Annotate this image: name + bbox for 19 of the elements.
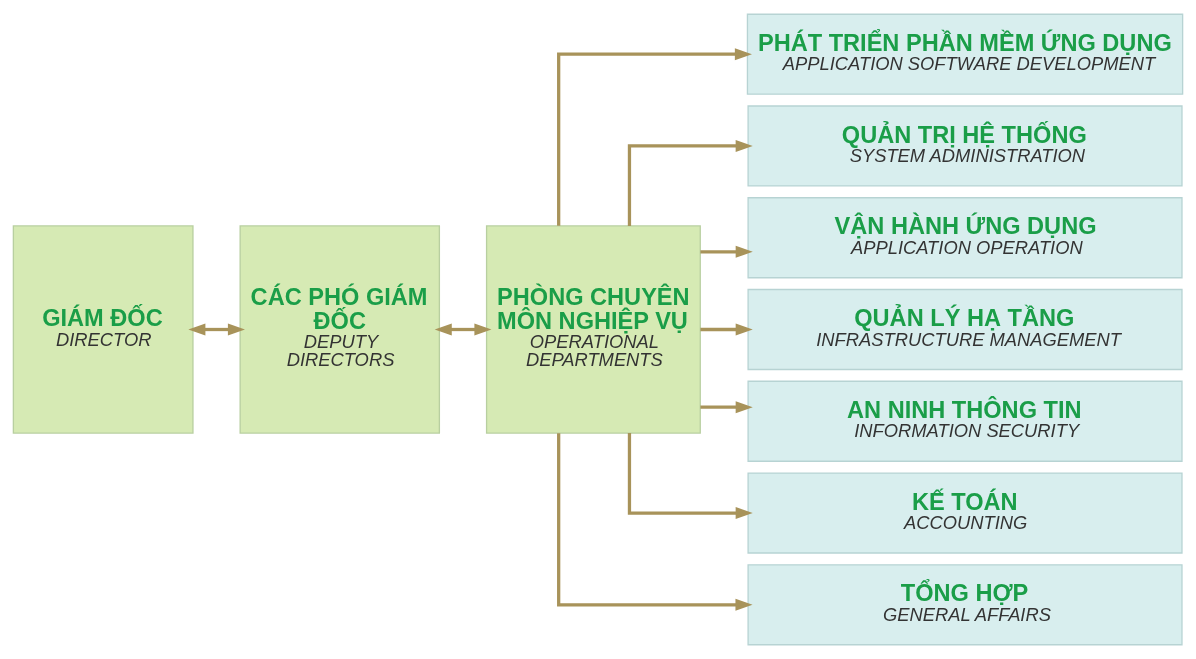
node-box: QUẢN TRỊ HỆ THỐNG SYSTEM ADMINISTRATION — [747, 105, 1183, 187]
arrow — [700, 401, 753, 414]
arrow — [627, 433, 753, 519]
arrow — [434, 323, 492, 336]
arrow — [700, 245, 753, 258]
arrow — [627, 140, 753, 226]
node-box: PHÒNG CHUYÊN MÔN NGHIỆP VỤ OPERATIONAL DEPARTMENTS — [485, 225, 701, 434]
node-box: AN NINH THÔNG TIN INFORMATION SECURITY — [747, 380, 1183, 462]
arrow — [700, 323, 753, 336]
arrow — [188, 323, 245, 336]
node-box: KẾ TOÁN ACCOUNTING — [747, 472, 1183, 554]
node-box: QUẢN LÝ HẠ TẦNG INFRASTRUCTURE MANAGEMENT — [747, 288, 1183, 371]
arrow — [557, 48, 752, 226]
node-box: GIÁM ĐỐC DIRECTOR — [12, 225, 194, 434]
node-box: PHÁT TRIỂN PHẦN MỀM ỨNG DỤNG APPLICATION SOFTWARE DEVELOPMENT — [746, 13, 1184, 95]
node-box: VẬN HÀNH ỨNG DỤNG APPLICATION OPERATION — [747, 197, 1183, 279]
arrow — [557, 433, 753, 611]
node-box: TỔNG HỢP GENERAL AFFAIRS — [747, 564, 1183, 646]
node-box: CÁC PHÓ GIÁM ĐỐC DEPUTY DIRECTORS — [239, 225, 441, 434]
